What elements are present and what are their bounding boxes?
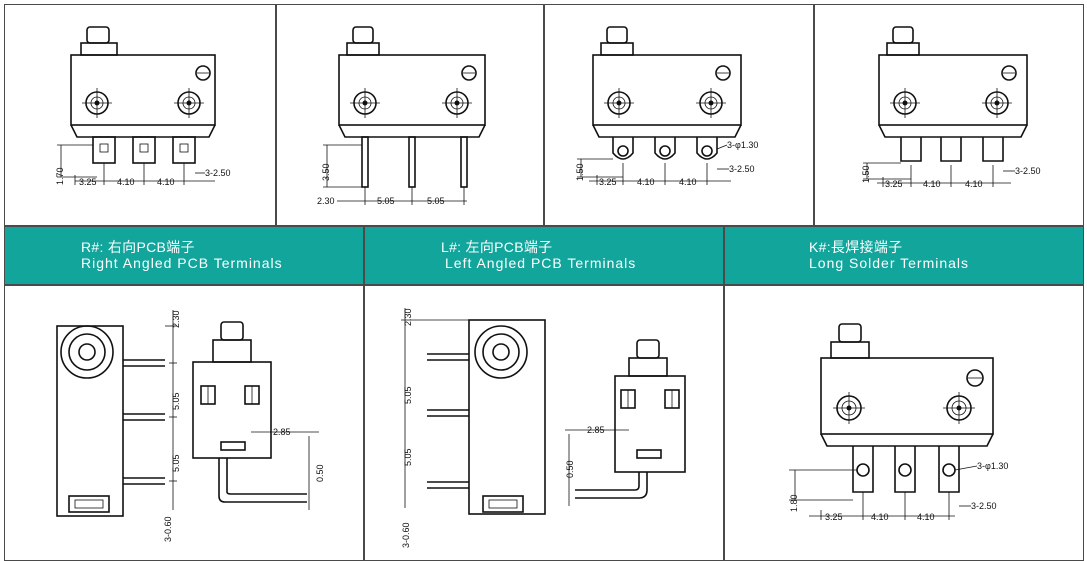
- dim-4-10-ka: 4.10: [871, 512, 889, 522]
- dim-2-30-r: 2.30: [171, 310, 181, 328]
- solder-terminal-drawing: 1.50 3.25 4.10 4.10 3-2.50: [861, 26, 1041, 189]
- dim-5-05-r2: 5.05: [171, 454, 181, 472]
- dim-3-2-50-k: 3-2.50: [971, 501, 997, 511]
- band-long-name: Long Solder Terminals: [809, 255, 970, 271]
- band-right-angled: R#: 右向PCB端子 Right Angled PCB Terminals: [4, 226, 364, 285]
- dim-5-05-l1: 5.05: [403, 386, 413, 404]
- dim-5-05-a: 5.05: [377, 196, 395, 206]
- dim-3-25-c3: 3.25: [599, 177, 617, 187]
- dim-0-50-r: 0.50: [315, 464, 325, 482]
- dim-4-10-c3a: 4.10: [637, 177, 655, 187]
- cell-solder-terminals: 1.50 3.25 4.10 4.10 3-2.50: [814, 4, 1084, 226]
- dim-3-25: 3.25: [79, 177, 97, 187]
- band-left-name: Left Angled PCB Terminals: [445, 255, 637, 271]
- dim-1-50-c4: 1.50: [861, 165, 871, 183]
- dim-2-85-r: 2.85: [273, 427, 291, 437]
- band-left-code: L#: 左向PCB端子: [441, 239, 553, 255]
- dim-1-80: 1.80: [789, 494, 799, 512]
- dim-4-10-kb: 4.10: [917, 512, 935, 522]
- dim-2-30: 2.30: [317, 196, 335, 206]
- band-right-name: Right Angled PCB Terminals: [81, 255, 283, 271]
- dim-1-70: 1.70: [55, 167, 65, 185]
- dim-5-05-l2: 5.05: [403, 448, 413, 466]
- standard-terminal-drawing: 1.70 3.25 4.10 4.10 3-2.50: [55, 26, 231, 187]
- dim-3-2-50: 3-2.50: [205, 168, 231, 178]
- dim-2-30-l: 2.30: [403, 308, 413, 326]
- band-right-code: R#: 右向PCB端子: [81, 239, 195, 255]
- dim-3-phi-1-30: 3-φ1.30: [727, 140, 758, 150]
- cell-straight-pcb-terminals: 3.50 2.30 5.05 5.05: [276, 4, 544, 226]
- dim-2-85-l: 2.85: [587, 425, 605, 435]
- dim-4-10-b: 4.10: [157, 177, 175, 187]
- right-angled-drawing: 2.30 5.05 5.05 3-0.60 2.85 0.50: [56, 310, 325, 542]
- dim-1-50: 1.50: [575, 163, 585, 181]
- dim-5-05-b: 5.05: [427, 196, 445, 206]
- band-long-solder: K#:長焊接端子 Long Solder Terminals: [724, 226, 1084, 285]
- cell-long-solder: 3-φ1.30 1.80 3.25 4.10 4.10 3-2.50: [724, 285, 1084, 561]
- cell-left-angled: 2.30 5.05 5.05 3-0.60 2.85 0.50: [364, 285, 724, 561]
- dim-3-25-k: 3.25: [825, 512, 843, 522]
- left-angled-drawing: 2.30 5.05 5.05 3-0.60 2.85 0.50: [401, 308, 686, 548]
- band-left-angled: L#: 左向PCB端子 Left Angled PCB Terminals: [364, 226, 724, 285]
- dim-3-0-60-r: 3-0.60: [163, 516, 173, 542]
- dim-3-2-50-c3: 3-2.50: [729, 164, 755, 174]
- cell-pcb-hole-terminals: 3-φ1.30 1.50 3.25 4.10 4.10 3-2.50: [544, 4, 814, 226]
- long-solder-drawing: 3-φ1.30 1.80 3.25 4.10 4.10 3-2.50: [789, 323, 1008, 522]
- pcb-hole-drawing: 3-φ1.30 1.50 3.25 4.10 4.10 3-2.50: [575, 26, 758, 187]
- dim-4-10-a: 4.10: [117, 177, 135, 187]
- straight-pcb-drawing: 3.50 2.30 5.05 5.05: [317, 26, 486, 206]
- dim-0-50-l: 0.50: [565, 460, 575, 478]
- cell-right-angled: 2.30 5.05 5.05 3-0.60 2.85 0.50: [4, 285, 364, 561]
- dim-3-2-50-c4: 3-2.50: [1015, 166, 1041, 176]
- dim-4-10-c4a: 4.10: [923, 179, 941, 189]
- dim-3-phi-1-30-k: 3-φ1.30: [977, 461, 1008, 471]
- cell-standard-terminals: 1.70 3.25 4.10 4.10 3-2.50: [4, 4, 276, 226]
- dim-5-05-r1: 5.05: [171, 392, 181, 410]
- dim-3-50: 3.50: [321, 163, 331, 181]
- dim-4-10-c3b: 4.10: [679, 177, 697, 187]
- band-long-code: K#:長焊接端子: [809, 239, 903, 255]
- dim-4-10-c4b: 4.10: [965, 179, 983, 189]
- dim-3-0-60-l: 3-0.60: [401, 522, 411, 548]
- dim-3-25-c4: 3.25: [885, 179, 903, 189]
